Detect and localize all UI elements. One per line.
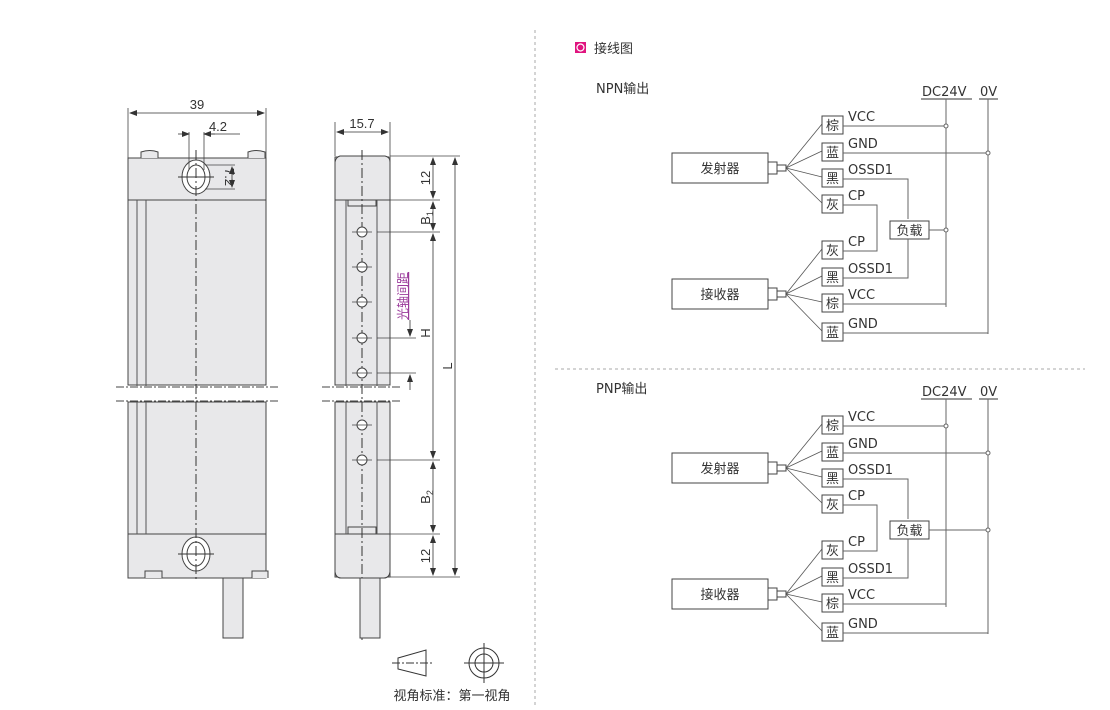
wire-color-label: 蓝 (826, 626, 839, 641)
wire-color-label: 棕 (826, 297, 839, 312)
wire-signal-label: CP (848, 489, 865, 504)
wire-color-box (821, 622, 844, 642)
diagram-title: NPN输出 (596, 81, 649, 97)
wire-color-label: 灰 (826, 244, 839, 259)
wire-signal-label: VCC (848, 410, 875, 425)
wire-signal-label: GND (848, 437, 878, 452)
wire-color-label: 黑 (826, 571, 839, 586)
receiver-box-label: 接收器 (700, 587, 739, 603)
wire-signal-label: GND (848, 317, 878, 332)
wire-signal-label: GND (848, 617, 878, 632)
wire-color-box (821, 168, 844, 188)
wire-color-label: 灰 (826, 498, 839, 513)
wire-color-label: 黑 (826, 472, 839, 487)
wire-color-box (821, 115, 844, 135)
wire-color-box (821, 293, 844, 313)
h-label: H (418, 328, 433, 337)
wire-signal-label: GND (848, 137, 878, 152)
wire-color-box (821, 142, 844, 162)
pitch-label: 光轴间距 (395, 272, 410, 320)
wire-color-label: 灰 (826, 198, 839, 213)
wire-color-box (821, 567, 844, 587)
side-view (322, 122, 460, 640)
section-marker-icon (575, 42, 586, 53)
rail-label-dc24v: DC24V (922, 385, 967, 400)
b2-label: B2 (418, 490, 435, 504)
b1-label: B1 (418, 211, 435, 225)
first-angle-projection-symbol (392, 643, 504, 683)
side-width-dim: 15.7 (349, 116, 374, 131)
wire-color-box (821, 194, 844, 214)
rail-label-dc24v: DC24V (922, 85, 967, 100)
wire-color-label: 蓝 (826, 326, 839, 341)
rail-label-0v: 0V (980, 385, 997, 400)
wire-color-box (821, 540, 844, 560)
receiver-box (671, 278, 769, 310)
load-label: 负载 (896, 524, 922, 539)
load-label: 负载 (896, 224, 922, 239)
emitter-box-label: 发射器 (700, 161, 739, 177)
diagram-title: PNP输出 (596, 381, 647, 397)
l-label: L (440, 362, 455, 369)
slot-width-dim: 4.2 (209, 119, 227, 134)
wire-color-label: 棕 (826, 119, 839, 134)
wire-color-box (821, 494, 844, 514)
wire-signal-label: VCC (848, 110, 875, 125)
slot-height-dim: 7.2 (222, 168, 237, 186)
wire-signal-label: CP (848, 235, 865, 250)
wire-signal-label: VCC (848, 288, 875, 303)
wire-color-label: 棕 (826, 597, 839, 612)
receiver-box-label: 接收器 (700, 287, 739, 303)
wire-signal-label: VCC (848, 588, 875, 603)
top-cap-dim: 12 (418, 171, 433, 185)
wire-signal-label: OSSD1 (848, 463, 893, 478)
wire-color-label: 灰 (826, 544, 839, 559)
wire-color-box (821, 240, 844, 260)
wire-signal-label: OSSD1 (848, 262, 893, 277)
wire-signal-label: CP (848, 189, 865, 204)
wire-color-box (821, 267, 844, 287)
wire-color-label: 黑 (826, 172, 839, 187)
wire-color-label: 黑 (826, 271, 839, 286)
front-width-dim: 39 (190, 97, 204, 112)
wire-color-box (821, 442, 844, 462)
front-view (116, 108, 278, 639)
wire-color-label: 蓝 (826, 146, 839, 161)
wire-color-box (821, 593, 844, 613)
wire-signal-label: OSSD1 (848, 163, 893, 178)
wire-signal-label: CP (848, 535, 865, 550)
emitter-box-label: 发射器 (700, 461, 739, 477)
bottom-cap-dim: 12 (418, 549, 433, 563)
section-marker-ring (576, 43, 585, 52)
section-title: 接线图 (594, 41, 633, 57)
wire-color-box (821, 415, 844, 435)
wire-signal-label: OSSD1 (848, 562, 893, 577)
wire-color-box (821, 468, 844, 488)
wire-color-box (821, 322, 844, 342)
projection-caption: 视角标准：第一视角 (393, 689, 510, 704)
emitter-box (671, 152, 769, 184)
wire-color-label: 棕 (826, 419, 839, 434)
wire-color-label: 蓝 (826, 446, 839, 461)
rail-label-0v: 0V (980, 85, 997, 100)
